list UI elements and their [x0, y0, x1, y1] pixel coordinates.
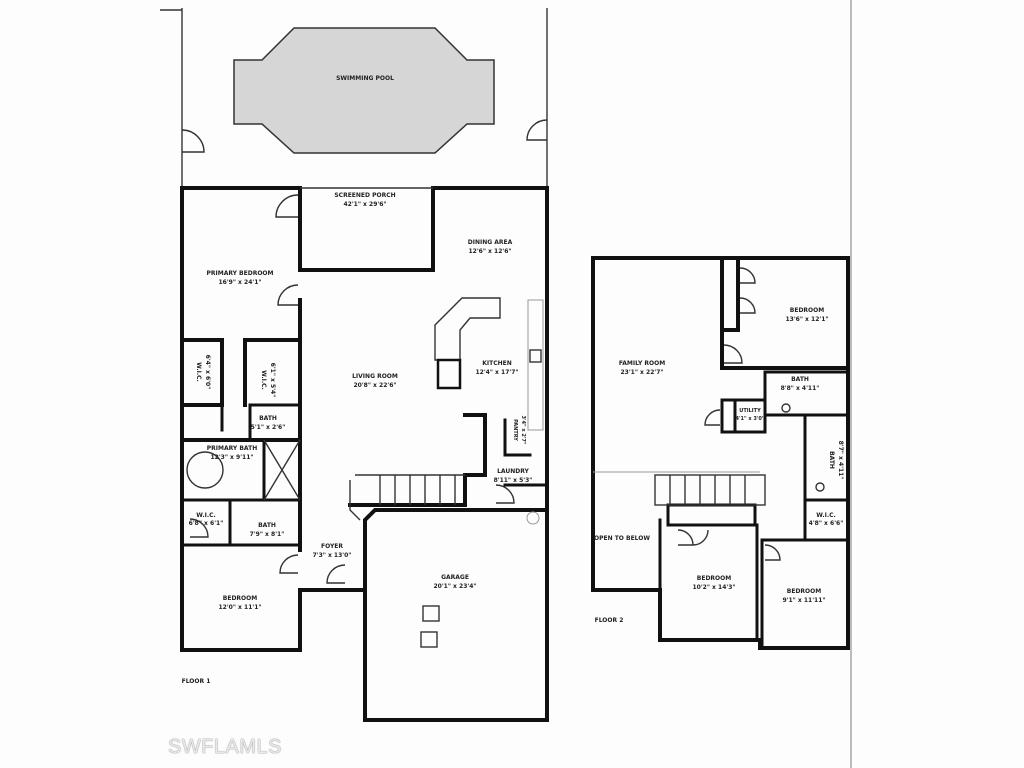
room-label: LIVING ROOM — [352, 373, 398, 380]
room-size: 9'1" x 11'11" — [782, 597, 825, 604]
room-label: BATH — [259, 415, 277, 422]
wall — [298, 186, 549, 722]
stairs — [349, 475, 456, 521]
garage-step — [422, 605, 440, 622]
sink-icon — [815, 482, 825, 492]
door-swing-icon — [279, 554, 299, 574]
room-label: FOYER — [321, 543, 343, 550]
room-size: 8'8" x 4'11" — [781, 385, 820, 392]
door-swing-icon — [326, 564, 346, 584]
room-size: 8'7" x 4'11" — [837, 441, 844, 480]
room-size: 8'11" x 5'3" — [494, 477, 533, 484]
water-heater-icon — [526, 511, 540, 525]
room-size: 7'9" x 8'1" — [250, 531, 285, 538]
floor-title: FLOOR 1 — [182, 678, 211, 685]
room-label: BATH — [258, 522, 276, 529]
door-swing-icon — [526, 119, 548, 141]
wall — [503, 418, 549, 487]
room-size: 6'1" x 5'4" — [269, 363, 276, 398]
floor-title: FLOOR 2 — [595, 617, 624, 624]
wall — [180, 403, 302, 547]
door-swing-icon — [764, 544, 781, 561]
swimming-pool — [233, 27, 495, 154]
room-size: 12'4" x 17'7" — [475, 369, 518, 376]
room-label: BEDROOM — [787, 588, 821, 595]
kitchen-island — [434, 297, 501, 361]
room-size: 4'1" x 3'0" — [736, 416, 765, 422]
room-label: BEDROOM — [697, 575, 731, 582]
wall — [348, 413, 487, 507]
door-swing-icon — [275, 194, 299, 218]
floor-1: SWIMMING POOL SCREENED PORCH 42'1" x 29'… — [180, 8, 549, 722]
room-size: 20'8" x 22'6" — [353, 382, 396, 389]
room-size: 12'0" x 11'1" — [218, 604, 261, 611]
room-size: 20'1" x 23'4" — [433, 583, 476, 590]
room-label: W.I.C. — [260, 370, 267, 390]
watermark: SWFLAMLS — [168, 736, 283, 758]
room-size: 4'8" x 6'6" — [809, 520, 844, 527]
wall — [180, 298, 302, 552]
room-size: 16'9" x 24'1" — [218, 279, 261, 286]
room-size: 6'8" x 6'1" — [189, 520, 224, 527]
door-swing-icon — [189, 518, 209, 538]
sink-icon — [781, 403, 791, 413]
room-label: PRIMARY BATH — [207, 445, 257, 452]
range-icon — [529, 349, 542, 363]
floor-2: FAMILY ROOM 23'1" x 22'7" BEDROOM 13'6" … — [591, 256, 850, 650]
room-label: FAMILY ROOM — [619, 360, 665, 367]
room-size: 7'3" x 13'0" — [313, 552, 352, 559]
room-label: OPEN TO BELOW — [594, 535, 650, 542]
room-label: PRIMARY BEDROOM — [206, 270, 273, 277]
room-label: BEDROOM — [223, 595, 257, 602]
room-size: 23'1" x 22'7" — [620, 369, 663, 376]
garage-step — [420, 631, 438, 648]
wall — [720, 256, 850, 370]
wall — [720, 370, 850, 434]
room-size: 5'1" x 2'6" — [251, 424, 286, 431]
door-swing-icon — [495, 484, 515, 504]
room-label: SCREENED PORCH — [334, 192, 395, 199]
room-label: KITCHEN — [482, 360, 512, 367]
room-label: BATH — [828, 451, 835, 469]
door-swing-icon — [704, 409, 721, 426]
kitchen-counter — [527, 299, 544, 431]
wall — [180, 186, 367, 652]
wall — [591, 256, 850, 650]
room-size: 6'4" x 6'0" — [204, 355, 211, 390]
room-label: LAUNDRY — [497, 468, 529, 475]
tub-icon — [186, 451, 224, 489]
door-swing-icon — [181, 129, 205, 153]
room-label: DINING AREA — [468, 239, 513, 246]
room-label: GARAGE — [441, 574, 469, 581]
room-label: UTILITY — [739, 408, 761, 414]
shower-icon — [263, 439, 301, 501]
room-size: 10'2" x 14'3" — [692, 584, 735, 591]
room-label: BEDROOM — [790, 307, 824, 314]
door-swing-icon — [277, 284, 299, 306]
room-label: BATH — [791, 376, 809, 383]
room-label: W.I.C. — [816, 512, 836, 519]
room-size: 13'6" x 12'1" — [785, 316, 828, 323]
stairs — [654, 474, 766, 506]
closet-door-icon — [739, 267, 756, 314]
closet-door-icon — [677, 529, 709, 546]
kitchen-counter — [436, 358, 462, 390]
room-label: W.I.C. — [196, 512, 216, 519]
room-label: W.I.C. — [195, 362, 202, 382]
room-label: SWIMMING POOL — [336, 75, 394, 82]
wall — [658, 416, 850, 650]
room-size: 12'3" x 9'11" — [210, 454, 253, 461]
room-size: 3'4" x 2'7" — [520, 416, 526, 445]
room-size: 42'1" x 29'6" — [343, 201, 386, 208]
room-label: PANTRY — [512, 419, 518, 441]
room-size: 12'6" x 12'6" — [468, 248, 511, 255]
door-swing-icon — [723, 344, 743, 364]
